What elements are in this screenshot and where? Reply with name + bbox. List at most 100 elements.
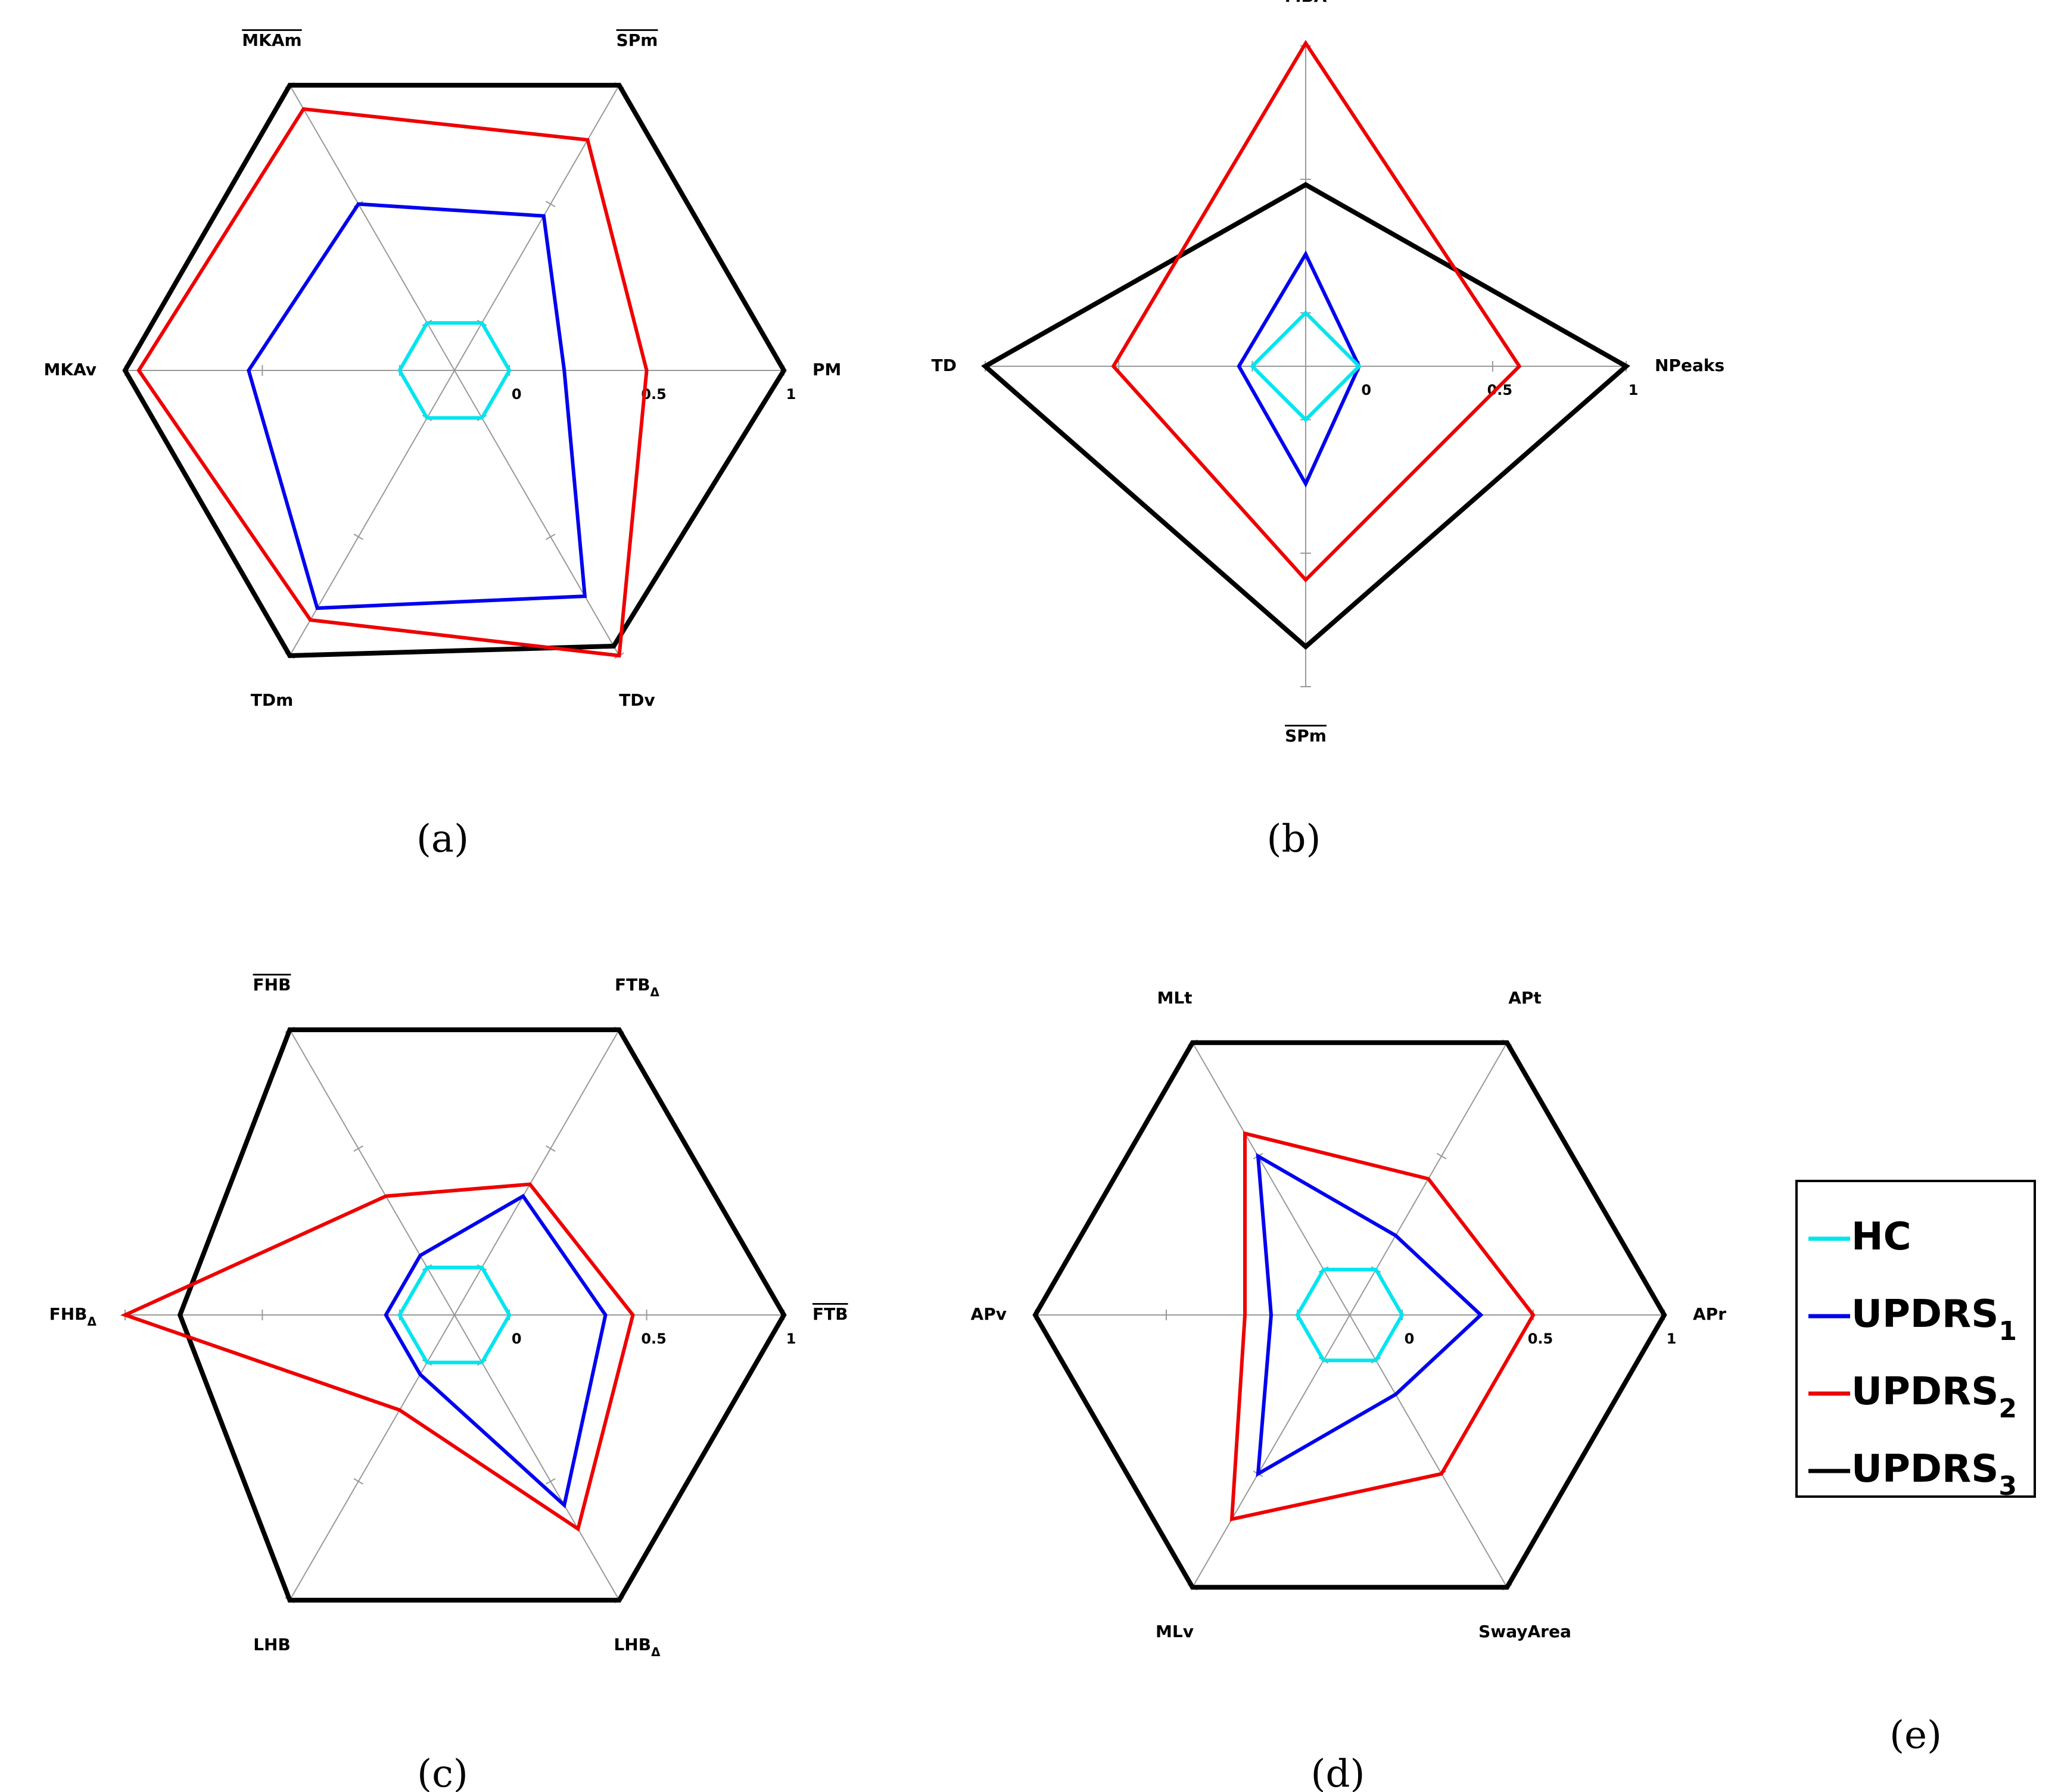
axis-label-text: TDm (251, 690, 294, 710)
axis-label: FHBΔ (49, 1304, 97, 1329)
axis-label: TDm (251, 690, 294, 710)
legend-label-updrs3: UPDRS3 (1851, 1447, 2017, 1501)
axis-label: TDv (619, 690, 655, 710)
series-updrs2-line (136, 107, 649, 658)
tick-label: 1 (1629, 382, 1639, 398)
legend-label-hc: HC (1851, 1215, 1911, 1259)
axis-label: NPeaks (1655, 356, 1724, 375)
axis-label-text: MKAm (242, 30, 301, 50)
panel-caption: (b) (1267, 817, 1321, 861)
legend-label-text: HC (1851, 1215, 1911, 1259)
axis-spoke (1349, 1314, 1508, 1588)
axis-tick (353, 1478, 364, 1485)
legend-label-updrs2: UPDRS2 (1851, 1370, 2017, 1424)
axis-label-subscript: Δ (88, 1314, 97, 1329)
axis-label-text: LHB (253, 1635, 291, 1654)
axis-tick (545, 1478, 556, 1485)
axis-label-text: FTB (615, 975, 650, 995)
axis-spoke (1192, 1314, 1350, 1588)
axis-tick (1436, 1152, 1447, 1160)
axis-label-text: SPm (1285, 726, 1327, 746)
series-hc-line (397, 1266, 512, 1364)
axis-spoke (1192, 1042, 1350, 1316)
panel-caption: (c) (417, 1752, 468, 1792)
series-updrs3-line (177, 1027, 787, 1603)
legend-label-subscript: 3 (1998, 1471, 2017, 1501)
axis-label: SPm (1285, 726, 1327, 746)
legend-label-text: UPDRS (1851, 1447, 1998, 1491)
axis-spoke (454, 370, 620, 656)
axis-spoke (289, 85, 455, 371)
series-hc-line (1295, 1267, 1405, 1363)
series-updrs2-line (120, 1182, 635, 1532)
series-updrs2-line (1111, 39, 1522, 583)
axis-label-text: TD (932, 356, 957, 375)
series-updrs2-line (1229, 1131, 1536, 1522)
panel-caption: (a) (416, 817, 469, 861)
series-updrs1-line (1256, 1152, 1484, 1478)
axis-label: SwayArea (1478, 1622, 1571, 1641)
axis-label: FTBΔ (615, 975, 660, 999)
axis-label: FHB (253, 975, 291, 995)
series-updrs1-line (1237, 250, 1362, 488)
axis-label-text: APr (1693, 1304, 1726, 1324)
legend-label-subscript: 2 (1998, 1394, 2017, 1424)
tick-label: 0 (512, 1330, 522, 1347)
tick-label: 1 (786, 386, 796, 403)
axis-tick (353, 533, 364, 540)
axis-tick (545, 1145, 556, 1152)
tick-label: 1 (786, 1330, 796, 1347)
series-updrs3-line (122, 83, 787, 658)
axis-label: MBA (1285, 0, 1327, 6)
axis-tick (545, 533, 556, 540)
tick-label: 0.5 (1528, 1330, 1553, 1347)
axis-label-text: MKAv (44, 360, 96, 379)
axis-label-text: MLt (1157, 988, 1192, 1008)
tick-label: 1 (1667, 1330, 1677, 1347)
axis-label: TD (932, 356, 957, 375)
series-updrs3-line (1032, 1040, 1667, 1590)
series-updrs1-line (384, 1193, 608, 1509)
axis-label-text: MBA (1285, 0, 1327, 6)
axis-label-text: SPm (617, 30, 658, 50)
axis-tick (545, 201, 556, 208)
axis-label-text: APt (1508, 988, 1542, 1008)
axis-label-text: FTB (812, 1304, 848, 1324)
axis-label: FTB (812, 1304, 848, 1324)
legend-label-text: UPDRS (1851, 1292, 1998, 1336)
axis-label: SPm (617, 30, 658, 50)
axis-label: LHBΔ (614, 1635, 661, 1659)
series-hc-line (397, 321, 512, 420)
axis-label-text: FHB (253, 975, 291, 995)
tick-label: 0 (1361, 382, 1371, 398)
legend-box (1795, 1180, 2036, 1498)
series-updrs3-line (981, 182, 1630, 650)
axis-label: APt (1508, 988, 1542, 1008)
axis-label: PM (812, 360, 841, 379)
axis-label: APv (971, 1304, 1007, 1324)
axis-label-subscript: Δ (651, 1644, 661, 1659)
legend-label-subscript: 1 (1998, 1316, 2017, 1347)
legend-caption: (e) (1889, 1713, 1942, 1757)
axis-spoke (454, 1029, 620, 1316)
axis-label: MKAm (242, 30, 301, 50)
axis-label-text: SwayArea (1478, 1622, 1571, 1641)
radar-panels: 00.51PMSPmMKAmMKAvTDmTDv(a)00.51NPeaksMB… (44, 0, 1727, 1792)
axis-label-text: APv (971, 1304, 1007, 1324)
legend-label-text: UPDRS (1851, 1370, 1998, 1414)
axis-label-subscript: Δ (650, 985, 660, 999)
legend-label-updrs1: UPDRS1 (1851, 1292, 2017, 1347)
axis-label-text: MLv (1156, 1622, 1194, 1641)
panel-caption: (d) (1311, 1752, 1365, 1792)
axis-spoke (289, 1029, 455, 1316)
series-updrs1-line (247, 202, 587, 610)
axis-label-text: NPeaks (1655, 356, 1724, 375)
axis-label-text: PM (812, 360, 841, 379)
axis-label-text: TDv (619, 690, 655, 710)
axis-spoke (289, 1314, 455, 1601)
